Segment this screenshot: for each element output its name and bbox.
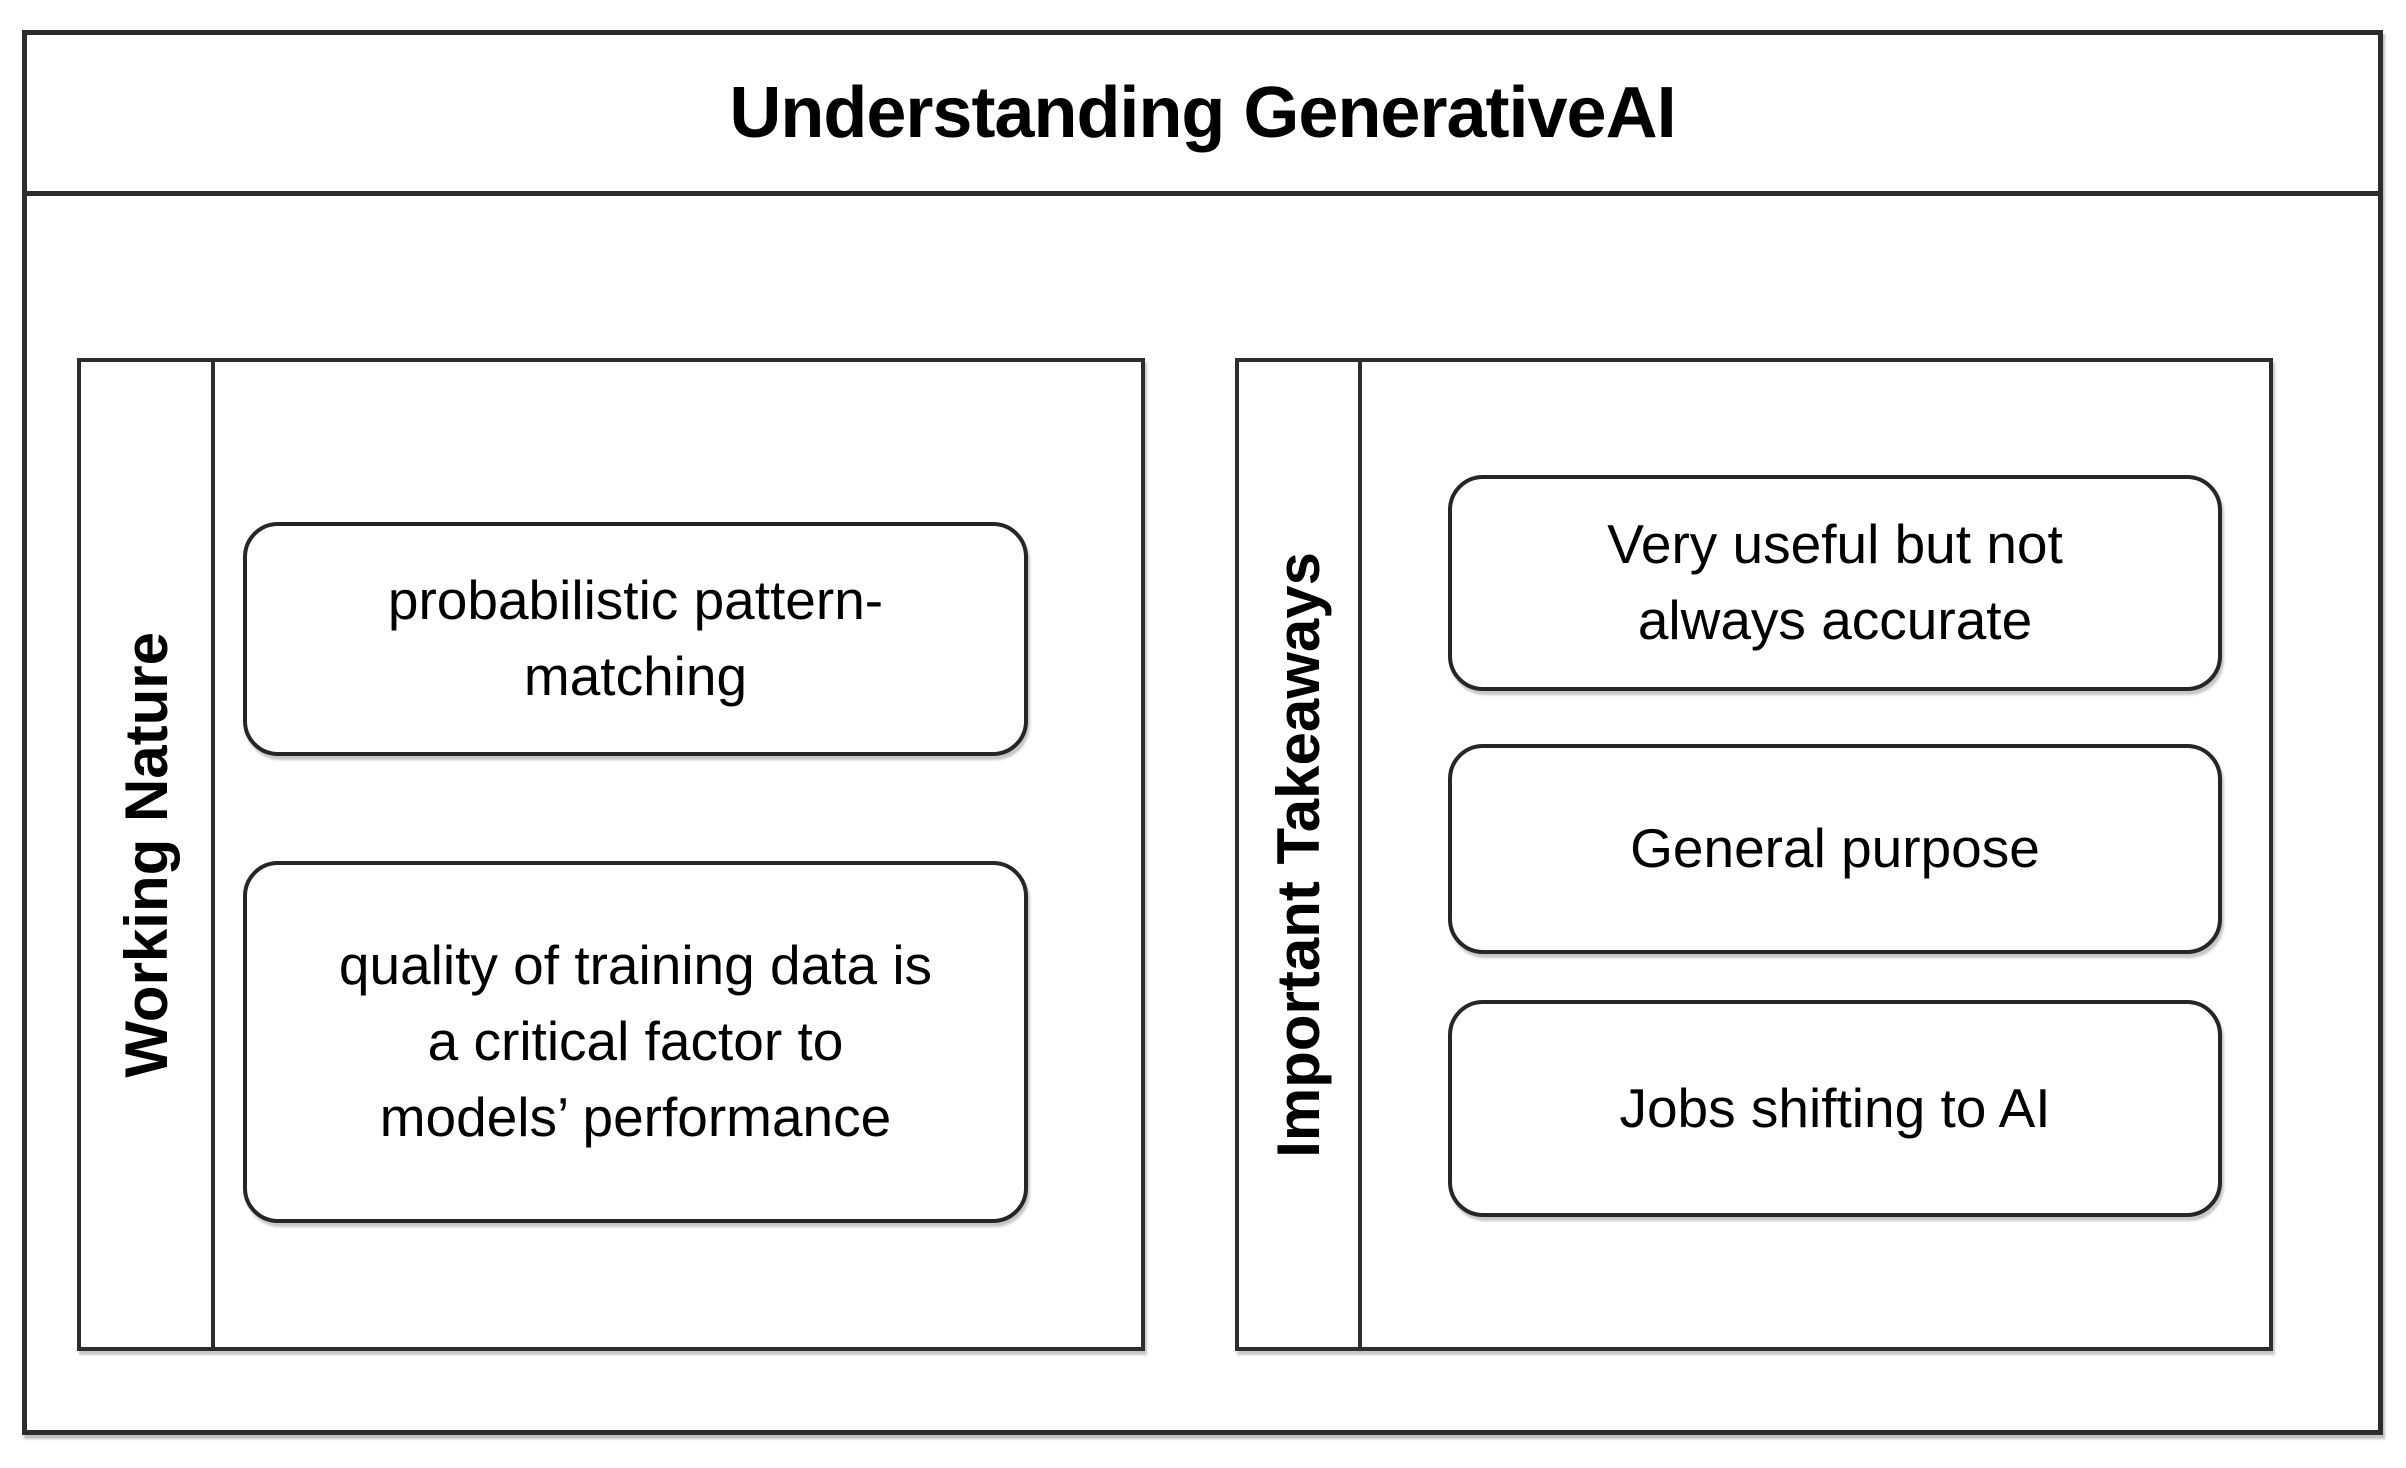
node-quality-of-training-data: quality of training data is a critical f… (243, 861, 1028, 1223)
node-text: quality of training data is a critical f… (338, 934, 933, 1148)
node-general-purpose: General purpose (1448, 744, 2222, 954)
important-takeaways-label-strip: Important Takeaways (1239, 362, 1362, 1347)
group-working-nature: Working Nature probabilistic pattern- ma… (77, 358, 1145, 1351)
node-text: Jobs shifting to AI (1619, 1076, 2051, 1139)
page-title: Understanding GenerativeAI (729, 73, 1676, 153)
working-nature-content: probabilistic pattern- matching quality … (215, 362, 1141, 1347)
working-nature-label-strip: Working Nature (81, 362, 215, 1347)
node-jobs-shifting-to-ai: Jobs shifting to AI (1448, 1000, 2222, 1217)
node-text: probabilistic pattern- matching (387, 569, 884, 707)
group-important-takeaways: Important Takeaways Very useful but not … (1235, 358, 2273, 1351)
title-bar: Understanding GenerativeAI (27, 35, 2378, 196)
node-text: Very useful but not always accurate (1607, 513, 2063, 651)
important-takeaways-content: Very useful but not always accurate Gene… (1362, 362, 2269, 1347)
node-very-useful-not-always-accurate: Very useful but not always accurate (1448, 475, 2222, 691)
node-probabilistic-pattern-matching: probabilistic pattern- matching (243, 522, 1028, 756)
node-text: General purpose (1630, 817, 2040, 880)
important-takeaways-label: Important Takeaways (1265, 551, 1332, 1158)
working-nature-label: Working Nature (112, 631, 180, 1078)
